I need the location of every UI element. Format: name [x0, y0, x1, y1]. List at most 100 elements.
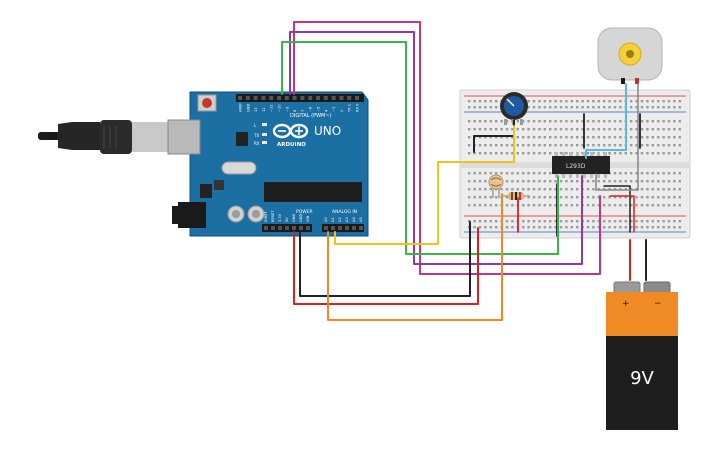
battery-9v[interactable]: + − 9V — [606, 281, 678, 430]
breadboard-hole[interactable] — [505, 136, 509, 139]
digital-pin-socket[interactable] — [323, 96, 328, 100]
breadboard-hole[interactable] — [619, 144, 622, 147]
breadboard-hole[interactable] — [570, 220, 573, 223]
breadboard-hole[interactable] — [532, 226, 536, 229]
breadboard-hole[interactable] — [592, 136, 595, 139]
breadboard-hole[interactable] — [570, 188, 573, 191]
breadboard-hole[interactable] — [554, 100, 557, 103]
breadboard-hole[interactable] — [657, 226, 660, 229]
breadboard-hole[interactable] — [678, 128, 681, 131]
breadboard-hole[interactable] — [478, 152, 482, 155]
breadboard-hole[interactable] — [657, 204, 660, 207]
breadboard-hole[interactable] — [646, 188, 649, 191]
breadboard-hole[interactable] — [516, 136, 519, 139]
breadboard-hole[interactable] — [635, 226, 638, 229]
breadboard-hole[interactable] — [549, 100, 552, 103]
breadboard-hole[interactable] — [673, 180, 676, 183]
breadboard-hole[interactable] — [613, 196, 617, 199]
breadboard-hole[interactable] — [559, 120, 563, 123]
breadboard-hole[interactable] — [597, 180, 600, 183]
power-pin-socket[interactable] — [285, 226, 289, 230]
breadboard-hole[interactable] — [667, 204, 671, 207]
breadboard-hole[interactable] — [495, 100, 498, 103]
breadboard-hole[interactable] — [619, 152, 622, 155]
breadboard-hole[interactable] — [597, 120, 600, 123]
breadboard-hole[interactable] — [543, 180, 546, 183]
breadboard-hole[interactable] — [468, 152, 471, 155]
breadboard-hole[interactable] — [559, 196, 563, 199]
breadboard-hole[interactable] — [635, 180, 638, 183]
breadboard-hole[interactable] — [646, 106, 649, 109]
breadboard-hole[interactable] — [673, 226, 676, 229]
breadboard-hole[interactable] — [678, 180, 681, 183]
breadboard-hole[interactable] — [538, 136, 541, 139]
breadboard-hole[interactable] — [554, 204, 557, 207]
power-pin-socket[interactable] — [306, 226, 310, 230]
breadboard-hole[interactable] — [489, 204, 492, 207]
breadboard-hole[interactable] — [624, 196, 627, 199]
breadboard-hole[interactable] — [478, 120, 482, 123]
breadboard-hole[interactable] — [489, 172, 492, 175]
breadboard-hole[interactable] — [635, 220, 638, 223]
breadboard-hole[interactable] — [522, 136, 525, 139]
breadboard-hole[interactable] — [554, 144, 557, 147]
breadboard-hole[interactable] — [522, 220, 525, 223]
breadboard-hole[interactable] — [635, 120, 638, 123]
breadboard-hole[interactable] — [640, 144, 644, 147]
breadboard-hole[interactable] — [586, 144, 590, 147]
breadboard-hole[interactable] — [522, 152, 525, 155]
breadboard-hole[interactable] — [543, 172, 546, 175]
breadboard-hole[interactable] — [586, 136, 590, 139]
breadboard-hole[interactable] — [527, 226, 530, 229]
usb-cable[interactable] — [38, 120, 190, 154]
breadboard-hole[interactable] — [603, 196, 606, 199]
breadboard-hole[interactable] — [576, 120, 579, 123]
breadboard-hole[interactable] — [662, 226, 665, 229]
breadboard-hole[interactable] — [489, 144, 492, 147]
breadboard-hole[interactable] — [559, 128, 563, 131]
breadboard-hole[interactable] — [505, 204, 509, 207]
breadboard-hole[interactable] — [532, 196, 536, 199]
breadboard-hole[interactable] — [662, 128, 665, 131]
breadboard-hole[interactable] — [549, 226, 552, 229]
breadboard-hole[interactable] — [554, 188, 557, 191]
breadboard-hole[interactable] — [603, 220, 606, 223]
power-pin-socket[interactable] — [271, 226, 275, 230]
breadboard-hole[interactable] — [489, 136, 492, 139]
breadboard-hole[interactable] — [576, 188, 579, 191]
breadboard-hole[interactable] — [549, 180, 552, 183]
breadboard-hole[interactable] — [635, 152, 638, 155]
breadboard-hole[interactable] — [484, 204, 487, 207]
breadboard-hole[interactable] — [651, 152, 654, 155]
breadboard-hole[interactable] — [586, 100, 590, 103]
breadboard-hole[interactable] — [619, 226, 622, 229]
breadboard-hole[interactable] — [657, 100, 660, 103]
breadboard-hole[interactable] — [532, 152, 536, 155]
breadboard-hole[interactable] — [532, 144, 536, 147]
breadboard-hole[interactable] — [549, 136, 552, 139]
breadboard-hole[interactable] — [511, 172, 514, 175]
breadboard-hole[interactable] — [495, 120, 498, 123]
breadboard-hole[interactable] — [667, 196, 671, 199]
breadboard-hole[interactable] — [603, 204, 606, 207]
breadboard-hole[interactable] — [538, 188, 541, 191]
breadboard-hole[interactable] — [538, 152, 541, 155]
breadboard-hole[interactable] — [527, 172, 530, 175]
breadboard-hole[interactable] — [559, 144, 563, 147]
breadboard-hole[interactable] — [576, 180, 579, 183]
breadboard-hole[interactable] — [651, 128, 654, 131]
breadboard-hole[interactable] — [532, 120, 536, 123]
breadboard-hole[interactable] — [516, 144, 519, 147]
breadboard-hole[interactable] — [673, 172, 676, 175]
breadboard-hole[interactable] — [640, 128, 644, 131]
breadboard-hole[interactable] — [554, 120, 557, 123]
breadboard-hole[interactable] — [651, 226, 654, 229]
breadboard-hole[interactable] — [678, 120, 681, 123]
breadboard-hole[interactable] — [603, 180, 606, 183]
breadboard-hole[interactable] — [576, 106, 579, 109]
breadboard-hole[interactable] — [570, 100, 573, 103]
breadboard-hole[interactable] — [554, 128, 557, 131]
potentiometer[interactable] — [500, 92, 528, 125]
breadboard-hole[interactable] — [646, 152, 649, 155]
breadboard-hole[interactable] — [613, 100, 617, 103]
